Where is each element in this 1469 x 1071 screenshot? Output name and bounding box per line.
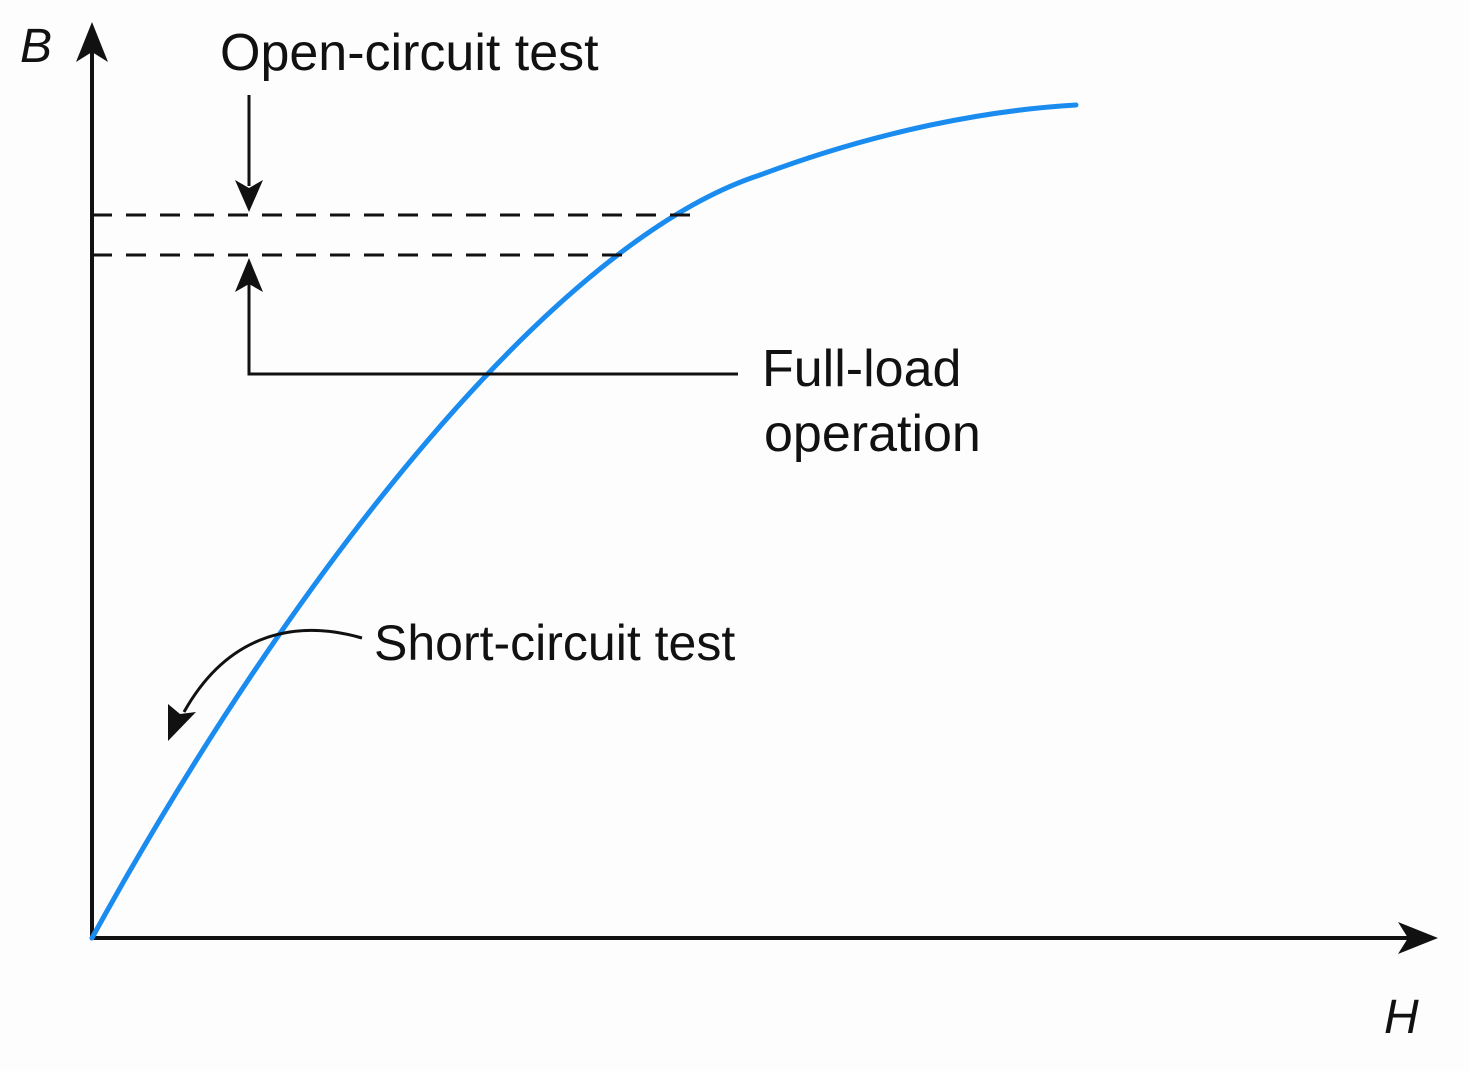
open-circuit-arrowhead [235,180,263,212]
full-load-label-line2: operation [764,405,981,463]
short-circuit-curved-arrow [182,628,363,713]
full-load-leader-line [247,284,738,376]
x-axis-label: H [1384,991,1419,1044]
short-circuit-arrowhead [168,704,196,741]
open-circuit-test-label: Open-circuit test [220,24,599,82]
full-load-arrowhead [235,258,263,292]
x-axis-arrowhead [1398,922,1438,954]
magnetization-curve [89,102,1079,941]
full-load-label-line1: Full-load [762,340,961,398]
y-axis-arrowhead [76,22,108,62]
short-circuit-test-label: Short-circuit test [374,615,735,671]
y-axis-label: B [20,20,52,73]
